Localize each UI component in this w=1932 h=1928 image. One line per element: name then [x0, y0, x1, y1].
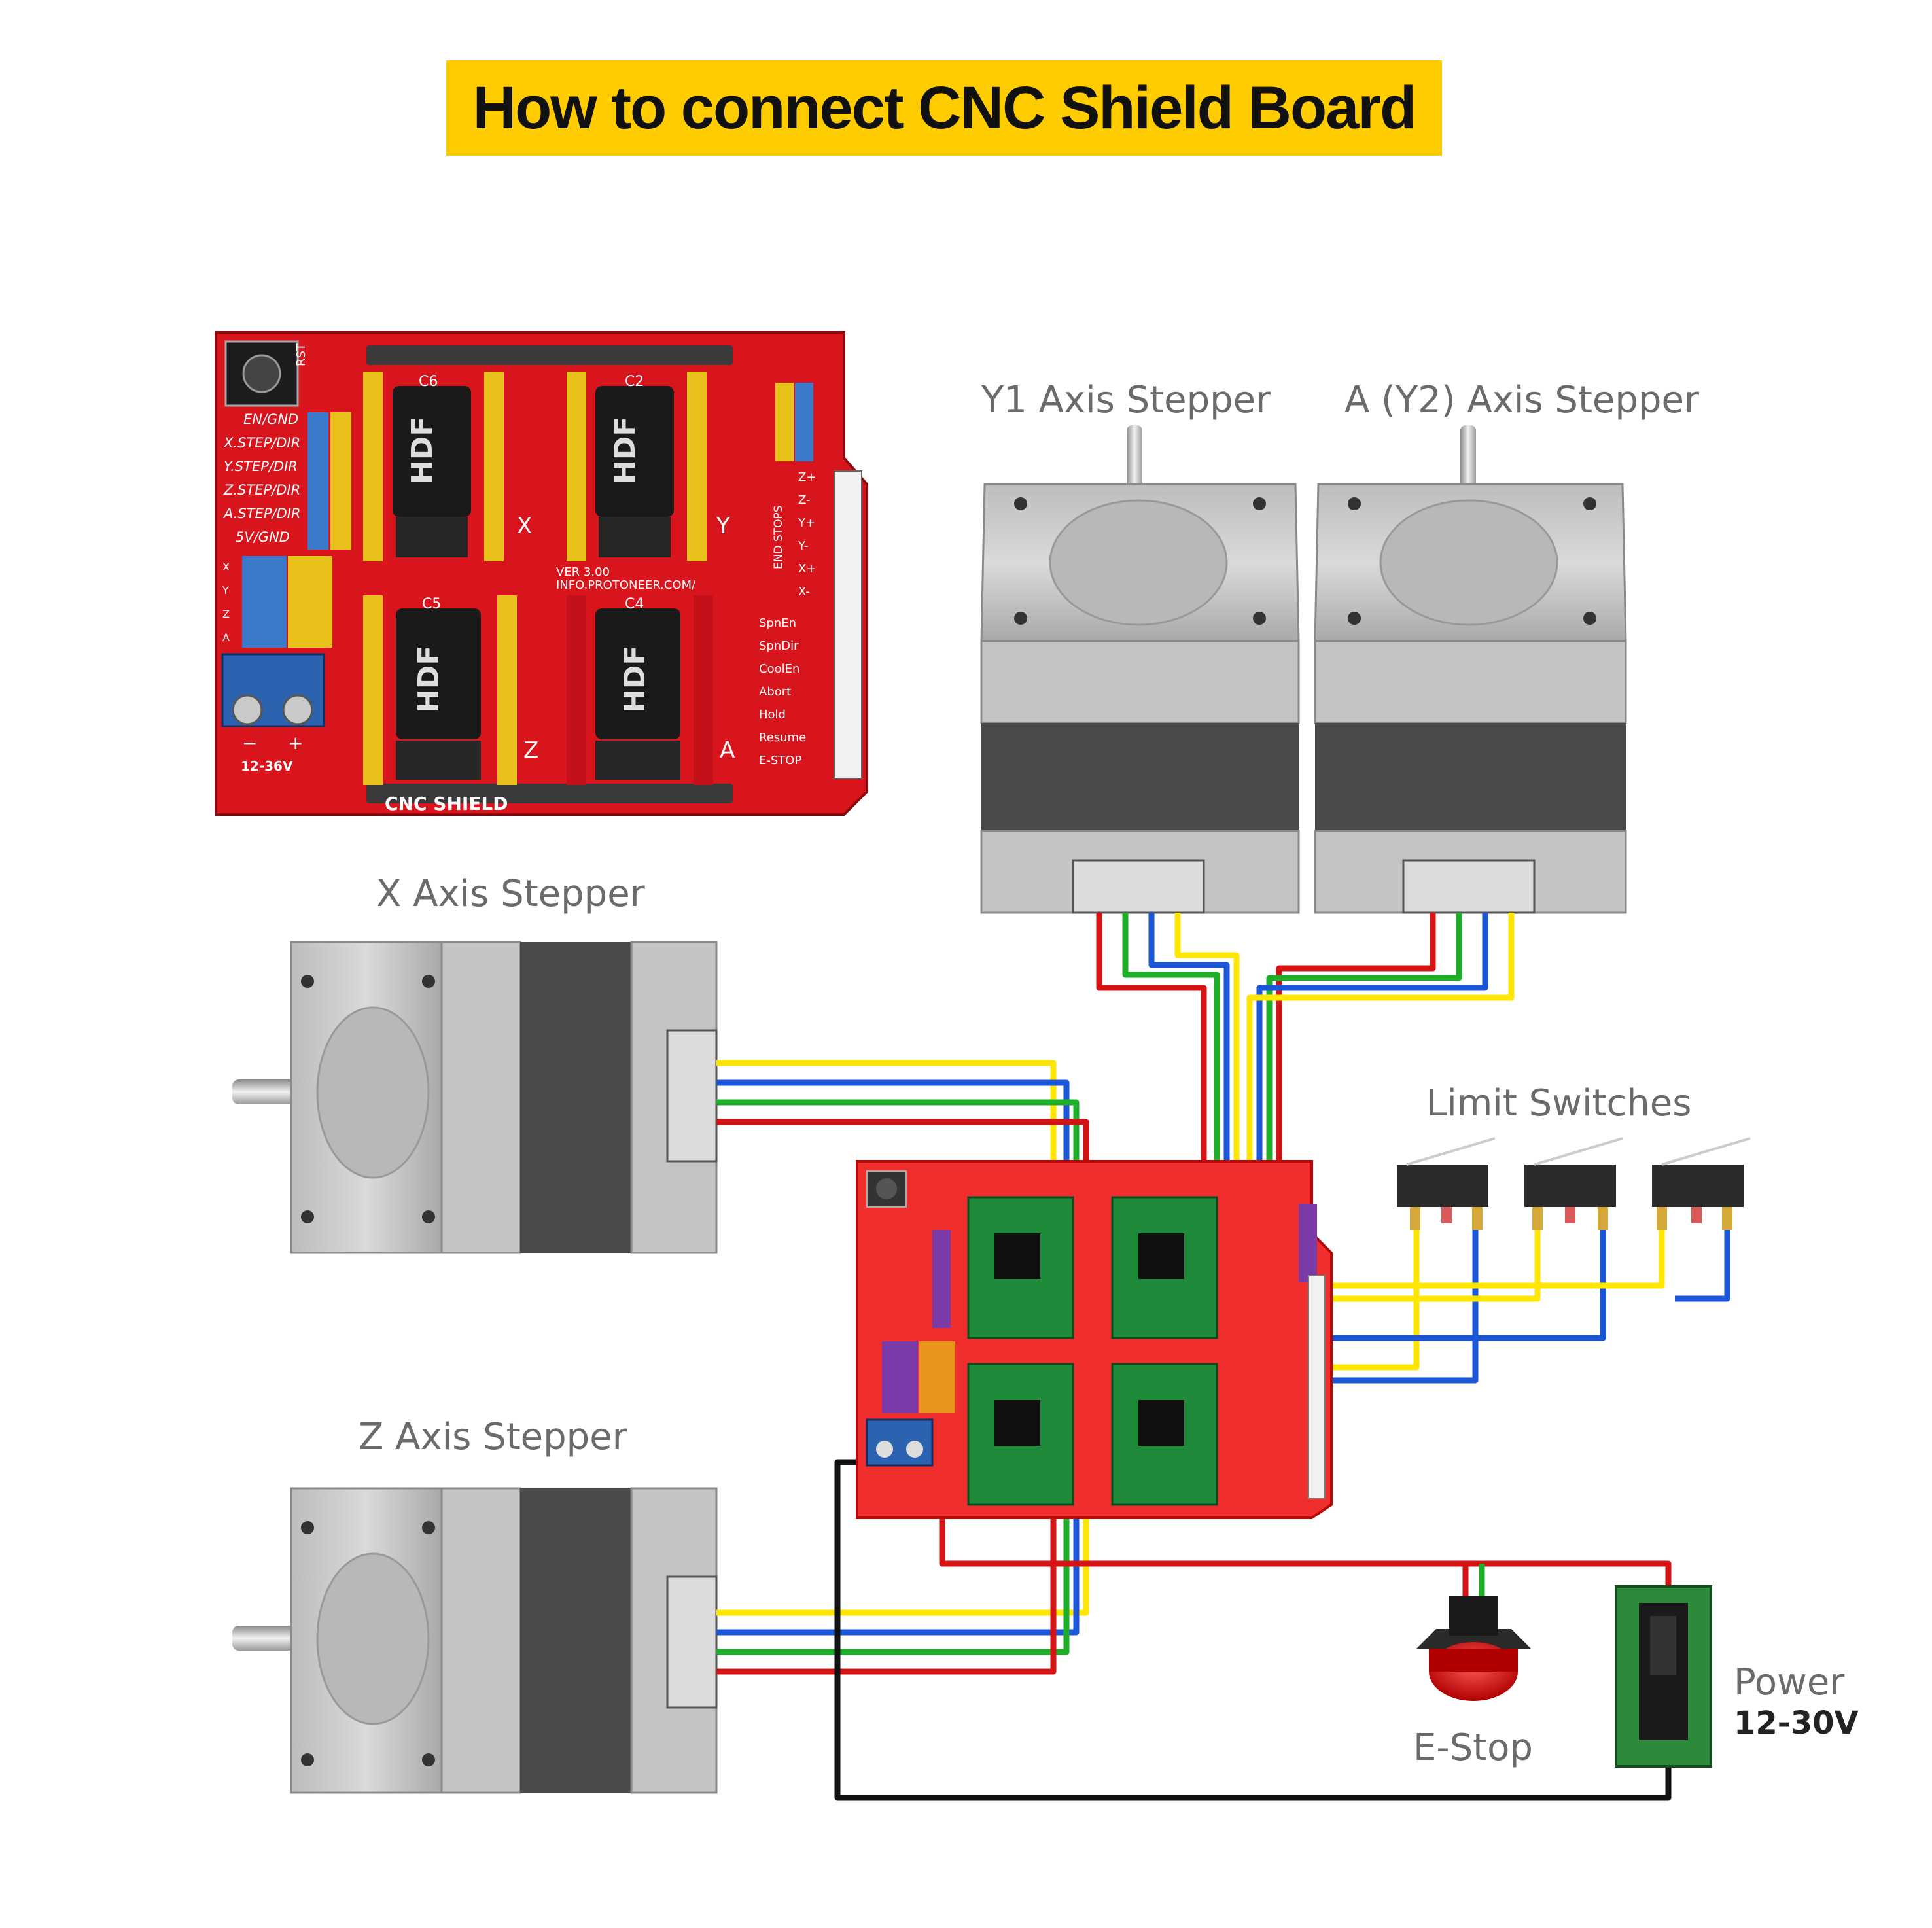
terminal-plus: +: [288, 732, 303, 754]
wire-limit-1-yellow: [1328, 1230, 1420, 1371]
svg-text:C2: C2: [625, 374, 644, 390]
cnc-shield-schematic: [856, 1160, 1333, 1519]
label-y1-stepper: Y1 Axis Stepper: [981, 379, 1271, 421]
end-stops-label: END STOPS: [772, 505, 785, 569]
wire-limit-2-yellow: [1328, 1230, 1541, 1302]
label-a-stepper: A (Y2) Axis Stepper: [1344, 379, 1700, 421]
z-stepper-motor: [232, 1487, 718, 1794]
brand-label: CNC SHIELD: [385, 793, 508, 815]
limit-switch-1: [1397, 1137, 1496, 1230]
svg-text:X: X: [517, 513, 532, 539]
label-z-stepper: Z Axis Stepper: [359, 1416, 628, 1458]
svg-text:C5: C5: [422, 596, 441, 612]
svg-text:SpnEn: SpnEn: [759, 616, 796, 630]
wire-limit-1-blue: [1328, 1230, 1479, 1384]
cnc-shield-photo: RST EN/GND X.STEP/DIR Y.STEP/DIR Z.STEP/…: [215, 331, 868, 816]
svg-text:C4: C4: [625, 596, 644, 612]
driver-socket-a: C4 HDF A: [567, 595, 735, 785]
svg-text:HDF: HDF: [412, 646, 446, 713]
pin-label-y-step: Y.STEP/DIR: [224, 459, 298, 474]
svg-text:E-STOP: E-STOP: [759, 754, 801, 767]
pin-label-a-step: A.STEP/DIR: [222, 506, 301, 521]
svg-text:Abort: Abort: [759, 685, 791, 699]
svg-text:Resume: Resume: [759, 731, 806, 745]
driver-socket-y: C2 HDF Y: [567, 372, 730, 561]
power-jack: [1615, 1585, 1712, 1768]
svg-text:A: A: [720, 737, 735, 763]
jumper-y: Y: [222, 584, 229, 597]
terminal-block: [866, 1418, 934, 1467]
pin-label-en-gnd: EN/GND: [243, 412, 298, 427]
label-power: Power: [1734, 1661, 1845, 1704]
title-banner: How to connect CNC Shield Board: [446, 60, 1442, 156]
voltage-label-photo: 12-36V: [241, 758, 293, 774]
label-estop: E-Stop: [1413, 1726, 1533, 1769]
rst-label: RST: [294, 343, 308, 366]
svg-text:HDF: HDF: [618, 646, 652, 713]
svg-text:Z: Z: [523, 737, 538, 763]
svg-text:Y-: Y-: [798, 539, 808, 553]
page-title: How to connect CNC Shield Board: [472, 74, 1417, 141]
wire-limit-3-yellow: [1328, 1230, 1665, 1289]
svg-text:Z-: Z-: [798, 493, 811, 507]
svg-text:SpnDir: SpnDir: [759, 639, 799, 653]
svg-text:HDF: HDF: [406, 417, 439, 484]
label-x-stepper: X Axis Stepper: [376, 873, 646, 915]
svg-text:C6: C6: [419, 374, 438, 390]
wire-limit-2-blue: [1328, 1230, 1606, 1341]
label-limit-switches: Limit Switches: [1426, 1082, 1691, 1125]
svg-text:CoolEn: CoolEn: [759, 662, 799, 676]
label-power-range: 12-30V: [1734, 1705, 1859, 1742]
y1-stepper-motor: [980, 425, 1300, 914]
version-label: VER 3.00: [556, 565, 610, 579]
pin-label-z-step: Z.STEP/DIR: [223, 482, 300, 498]
driver-socket-z: C5 HDF Z: [363, 595, 538, 785]
url-label: INFO.PROTONEER.COM/: [556, 578, 696, 592]
jumper-z: Z: [222, 608, 230, 620]
svg-text:Z+: Z+: [798, 470, 816, 484]
wire-a-yellow: [1246, 913, 1515, 1292]
svg-text:X+: X+: [798, 562, 816, 576]
svg-text:Y: Y: [716, 513, 730, 539]
svg-text:HDF: HDF: [608, 417, 642, 484]
a-stepper-motor: [1314, 425, 1627, 914]
wire-power-black: [834, 1459, 1672, 1801]
x-stepper-motor: [232, 941, 718, 1254]
driver-socket-x: C6 HDF X: [363, 372, 532, 561]
limit-switch-2: [1524, 1137, 1623, 1230]
svg-text:Hold: Hold: [759, 708, 786, 722]
svg-text:Y+: Y+: [798, 516, 815, 530]
estop-button: [1416, 1596, 1531, 1701]
jumper-x: X: [222, 561, 230, 573]
wire-limit-3-blue: [1675, 1230, 1730, 1302]
terminal-minus: −: [242, 732, 257, 754]
svg-text:X-: X-: [798, 585, 810, 599]
pin-label-5v-gnd: 5V/GND: [236, 529, 290, 545]
jumper-a: A: [222, 631, 230, 644]
limit-switch-3: [1652, 1137, 1751, 1230]
pin-label-x-step: X.STEP/DIR: [223, 435, 300, 451]
